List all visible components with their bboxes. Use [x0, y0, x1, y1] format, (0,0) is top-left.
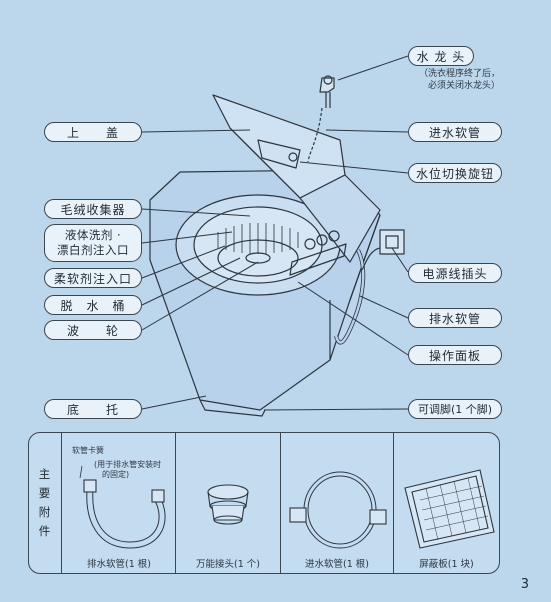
- hose-clip-note-line-2: 的固定): [102, 470, 130, 479]
- water-level-knob-label: 水位切换旋钮: [408, 163, 502, 183]
- adjustable-foot-label: 可调脚(1 个脚): [408, 399, 502, 419]
- softener-inlet-label: 柔软剂注入口: [44, 268, 142, 288]
- accessories-title-char-2: 要: [38, 486, 51, 500]
- accessory-caption-inlet-hose: 进水软管(1 根): [305, 559, 369, 570]
- top-lid-label: 上 盖: [44, 122, 142, 142]
- base-label: 底 托: [44, 399, 142, 419]
- divider: [175, 432, 176, 574]
- divider: [280, 432, 281, 574]
- hose-clip-label: 软管卡簧: [72, 446, 104, 455]
- faucet-note-line-2: 必须关闭水龙头）: [427, 81, 500, 91]
- detergent-inlet-label: 液体洗剂 · 漂白剂注入口: [44, 224, 142, 262]
- faucet-label: 水 龙 头: [408, 46, 474, 66]
- shield-plate-accessory: [404, 469, 495, 549]
- detergent-inlet-line-1: 液体洗剂 ·: [64, 228, 122, 242]
- accessories-title-char-3: 附: [38, 505, 51, 519]
- accessories-title-char-1: 主: [38, 467, 51, 481]
- control-panel-label: 操作面板: [408, 345, 502, 365]
- divider: [393, 432, 394, 574]
- faucet-note-line-1: （洗衣程序终了后，: [418, 69, 500, 79]
- accessories-title: 主 要 附 件: [28, 432, 62, 574]
- drain-hose-accessory: [79, 465, 166, 549]
- page-number: 3: [520, 577, 529, 592]
- faucet-note: （洗衣程序终了后， 必须关闭水龙头）: [404, 68, 500, 92]
- lint-collector-label: 毛绒收集器: [44, 199, 142, 219]
- power-plug-label: 电源线插头: [408, 263, 502, 283]
- hose-clip-note-line-1: (用于排水管安装时: [94, 460, 162, 469]
- accessories-title-char-4: 件: [38, 524, 51, 538]
- accessories-box: [28, 432, 500, 574]
- accessory-caption-shield-plate: 屏蔽板(1 块): [419, 559, 474, 570]
- inlet-hose-accessory: [289, 471, 387, 549]
- pulsator-label: 波 轮: [44, 320, 142, 340]
- detergent-inlet-line-2: 漂白剂注入口: [57, 243, 129, 257]
- hose-clip-note: (用于排水管安装时 的固定): [94, 460, 161, 480]
- accessory-caption-universal-joint: 万能接头(1 个): [196, 559, 260, 570]
- inlet-hose-label: 进水软管: [408, 122, 502, 142]
- accessory-caption-drain-hose: 排水软管(1 根): [87, 559, 151, 570]
- universal-joint-accessory: [207, 484, 249, 525]
- drain-hose-label: 排水软管: [408, 308, 502, 328]
- spin-tub-label: 脱 水 桶: [44, 295, 142, 315]
